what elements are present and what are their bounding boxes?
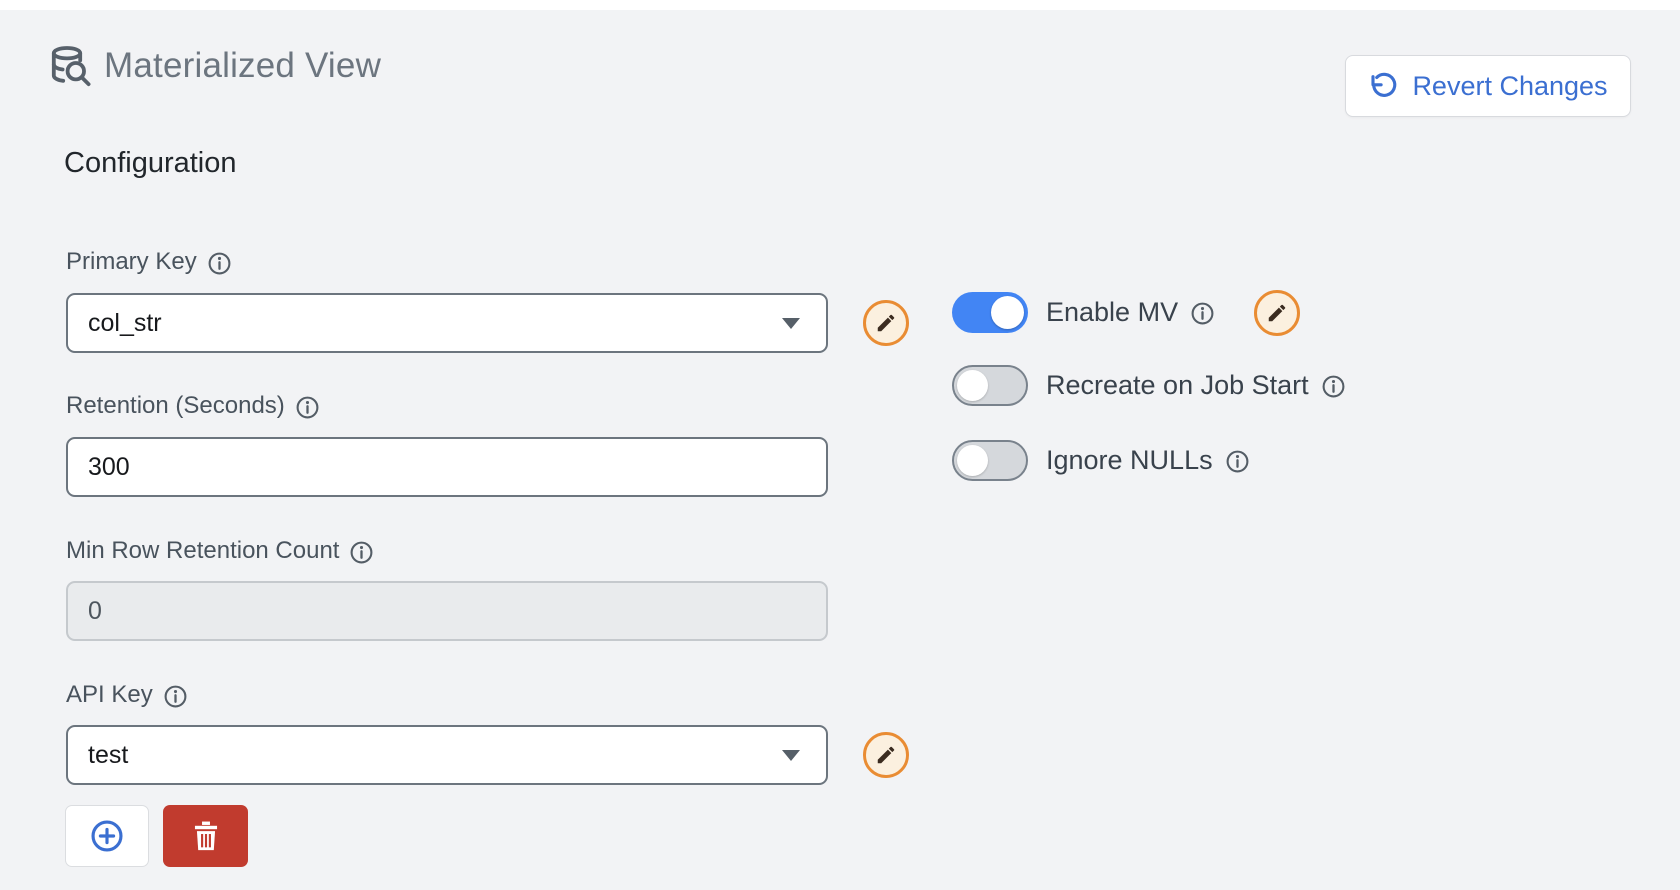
chevron-down-icon	[782, 317, 800, 329]
enable-mv-label: Enable MV	[1046, 297, 1215, 328]
undo-icon	[1371, 72, 1397, 97]
info-icon[interactable]	[1190, 301, 1215, 326]
toggle-knob	[957, 445, 988, 476]
section-title: Configuration	[64, 147, 237, 179]
min-row-label-text: Min Row Retention Count	[66, 537, 340, 564]
ignore-nulls-label: Ignore NULLs	[1046, 445, 1250, 476]
primary-key-select[interactable]: col_str	[66, 293, 828, 353]
revert-changes-label: Revert Changes	[1412, 70, 1608, 101]
enable-mv-edit-button[interactable]	[1254, 290, 1300, 336]
chevron-down-icon	[782, 749, 800, 761]
database-search-icon	[46, 44, 94, 92]
recreate-on-job-start-toggle[interactable]	[952, 365, 1028, 406]
retention-label-text: Retention (Seconds)	[66, 392, 285, 419]
add-api-key-button[interactable]	[65, 805, 149, 867]
api-key-value: test	[88, 740, 129, 769]
api-key-select[interactable]: test	[66, 725, 828, 785]
primary-key-label: Primary Key	[66, 248, 232, 276]
enable-mv-label-text: Enable MV	[1046, 297, 1179, 327]
pencil-icon	[877, 314, 895, 332]
api-key-label-text: API Key	[66, 681, 153, 708]
recreate-on-job-start-label-text: Recreate on Job Start	[1046, 370, 1309, 400]
ignore-nulls-row: Ignore NULLs	[952, 440, 1250, 481]
min-row-field	[66, 581, 828, 641]
enable-mv-toggle[interactable]	[952, 292, 1028, 333]
info-icon[interactable]	[349, 540, 374, 565]
enable-mv-row: Enable MV	[952, 292, 1215, 333]
min-row-label: Min Row Retention Count	[66, 537, 374, 565]
page-title: Materialized View	[104, 46, 382, 85]
info-icon[interactable]	[163, 684, 188, 709]
ignore-nulls-label-text: Ignore NULLs	[1046, 445, 1213, 475]
info-icon[interactable]	[1321, 374, 1346, 399]
info-icon[interactable]	[207, 251, 232, 276]
retention-label: Retention (Seconds)	[66, 392, 320, 420]
toggle-knob	[957, 370, 988, 401]
retention-input[interactable]	[88, 452, 806, 482]
revert-changes-button[interactable]: Revert Changes	[1345, 55, 1631, 117]
pencil-icon	[877, 746, 895, 764]
toggle-knob	[991, 296, 1024, 329]
api-key-edit-button[interactable]	[863, 732, 909, 778]
plus-circle-icon	[91, 820, 123, 852]
info-icon[interactable]	[1225, 449, 1250, 474]
ignore-nulls-toggle[interactable]	[952, 440, 1028, 481]
recreate-on-job-start-label: Recreate on Job Start	[1046, 370, 1346, 401]
info-icon[interactable]	[295, 395, 320, 420]
primary-key-label-text: Primary Key	[66, 248, 197, 275]
retention-field	[66, 437, 828, 497]
delete-api-key-button[interactable]	[163, 805, 248, 867]
api-key-label: API Key	[66, 681, 188, 709]
pencil-icon	[1268, 304, 1286, 322]
top-divider	[0, 0, 1680, 10]
min-row-input	[88, 596, 806, 626]
primary-key-value: col_str	[88, 308, 162, 337]
trash-icon	[194, 821, 217, 851]
recreate-on-job-start-row: Recreate on Job Start	[952, 365, 1346, 406]
primary-key-edit-button[interactable]	[863, 300, 909, 346]
